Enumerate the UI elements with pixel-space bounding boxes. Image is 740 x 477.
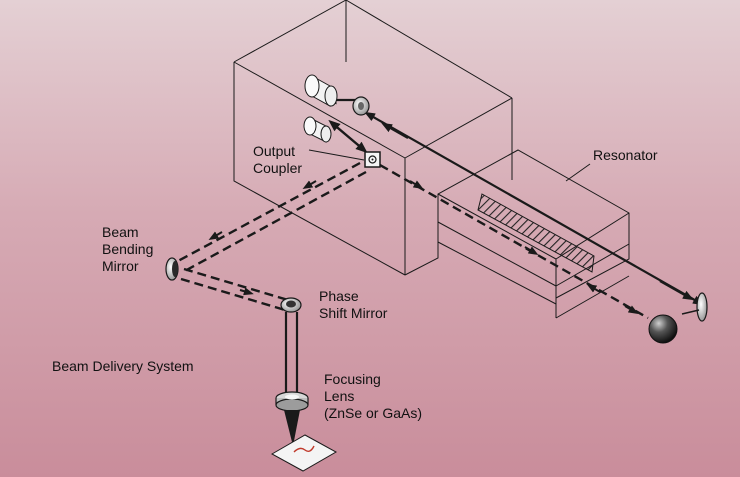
beam-dump-ball xyxy=(648,314,678,344)
label-phase-shift-mirror: Phase Shift Mirror xyxy=(319,288,387,322)
output-beam-arrows xyxy=(409,180,639,315)
label-output-coupler-line1: Output xyxy=(253,143,296,159)
label-beam-bending-mirror-line1: Beam xyxy=(102,224,139,240)
resonator-cylinder-upper xyxy=(304,74,338,107)
label-beam-bending-mirror-line3: Mirror xyxy=(102,258,139,274)
phase-shift-mirror-element xyxy=(280,297,302,313)
label-focusing-lens-line1: Focusing xyxy=(324,371,381,387)
rear-mirror xyxy=(681,292,708,322)
vertical-beam xyxy=(284,312,299,392)
beam-bending-mirror-element xyxy=(165,257,179,281)
resonator-beam xyxy=(325,95,704,306)
resonator-housing xyxy=(233,0,513,276)
label-output-coupler-line2: Coupler xyxy=(253,160,303,176)
label-beam-bending-mirror: Beam Bending Mirror xyxy=(102,224,153,275)
label-focusing-lens-line3: (ZnSe or GaAs) xyxy=(324,405,423,421)
label-focusing-lens-line2: Lens xyxy=(324,388,355,404)
output-coupler-element xyxy=(364,151,381,168)
delivery-beam xyxy=(177,161,367,312)
workpiece xyxy=(270,434,338,472)
label-output-coupler: Output Coupler xyxy=(253,143,302,177)
resonator-top-mirror xyxy=(352,96,370,116)
resonator-cylinder-lower xyxy=(303,116,332,143)
resonator-extension xyxy=(404,149,630,319)
label-beam-bending-mirror-line2: Bending xyxy=(102,241,154,257)
output-beam-internal xyxy=(328,119,649,320)
focused-beam-cone xyxy=(284,410,300,446)
focusing-lens-element xyxy=(275,391,309,412)
label-focusing-lens: Focusing Lens (ZnSe or GaAs) xyxy=(324,371,422,422)
label-resonator: Resonator xyxy=(593,147,658,163)
label-phase-shift-mirror-line1: Phase xyxy=(319,288,359,304)
leader-lines xyxy=(308,149,591,182)
delivery-beam-arrows xyxy=(208,180,317,296)
label-phase-shift-mirror-line2: Shift Mirror xyxy=(319,305,388,321)
label-beam-delivery-system: Beam Delivery System xyxy=(52,358,194,374)
